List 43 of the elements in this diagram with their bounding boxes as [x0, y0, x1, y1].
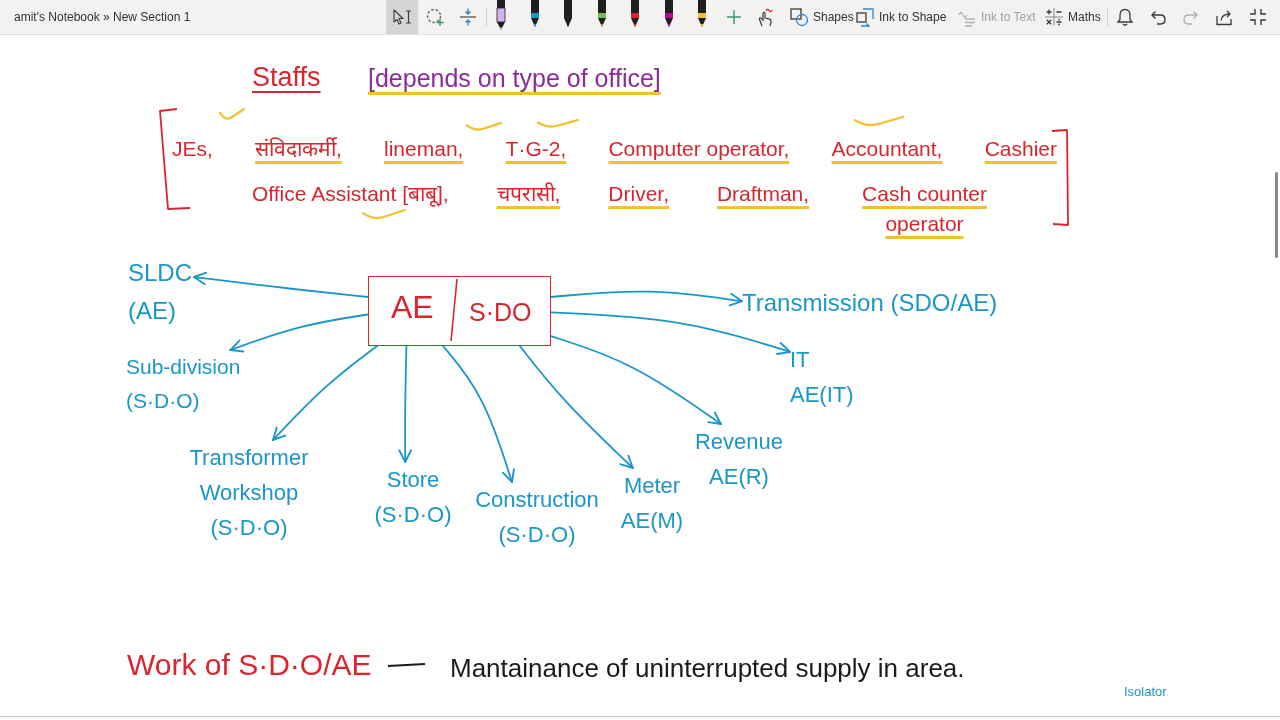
department-label: Construction (S·D·O) [474, 482, 600, 553]
arrow [272, 345, 379, 441]
heading: Staffs [252, 61, 321, 94]
department-label: IT AE(IT) [790, 342, 855, 413]
staff-role: Draftman, [716, 181, 810, 207]
role-box [368, 276, 551, 346]
text-conversion-button: Ink to Text [955, 0, 1038, 34]
staff-role: JEs, [172, 136, 213, 162]
section-heading: Work of S·D·O/AE [127, 647, 372, 683]
staff-role: Computer operator, [608, 136, 790, 162]
department-label: Transmission (SDO/AE) [742, 284, 998, 323]
staff-role: lineman, [384, 136, 464, 162]
arrow [398, 345, 412, 463]
staff-role: Cash counter operator [861, 181, 988, 238]
arrow [193, 271, 369, 298]
department-label: Sub-division (S·D·O) [126, 350, 242, 418]
arrow [442, 345, 515, 483]
department-label: Store (S·D·O) [374, 462, 452, 533]
department-label: Meter AE(M) [620, 468, 684, 539]
subheading: [depends on type of office] [368, 63, 661, 94]
staff-role: Driver, [608, 181, 669, 207]
note-text: Mantainance of uninterrupted supply in area. [450, 652, 965, 685]
math-button: Maths [1042, 0, 1103, 34]
staff-role: Accountant, [831, 136, 943, 162]
staff-role: चपरासी, [496, 181, 561, 207]
arrow [550, 335, 722, 425]
staff-role: संविदाकर्मी, [255, 136, 342, 162]
shape-conversion-button: Ink to Shape [853, 0, 949, 34]
arrow [550, 311, 791, 355]
role-label: AE [391, 288, 434, 327]
department-label: SLDC (AE) [128, 254, 194, 331]
staff-role: Office Assistant [बाबू], [252, 181, 449, 209]
department-label: Transformer Workshop (S·D·O) [189, 440, 309, 546]
staff-role: Cashier [984, 136, 1057, 162]
arrow [550, 290, 743, 307]
callout-label: Isolator [1124, 683, 1167, 701]
breadcrumb-text: amit's Notebook » New Section 1 [14, 10, 191, 24]
arrow [229, 313, 369, 353]
staff-role: T·G-2, [505, 136, 567, 162]
arrow [519, 345, 634, 469]
shapes-button: Shapes [787, 0, 856, 34]
role-label: S·DO [469, 297, 532, 327]
department-label: Revenue AE(R) [694, 424, 784, 495]
